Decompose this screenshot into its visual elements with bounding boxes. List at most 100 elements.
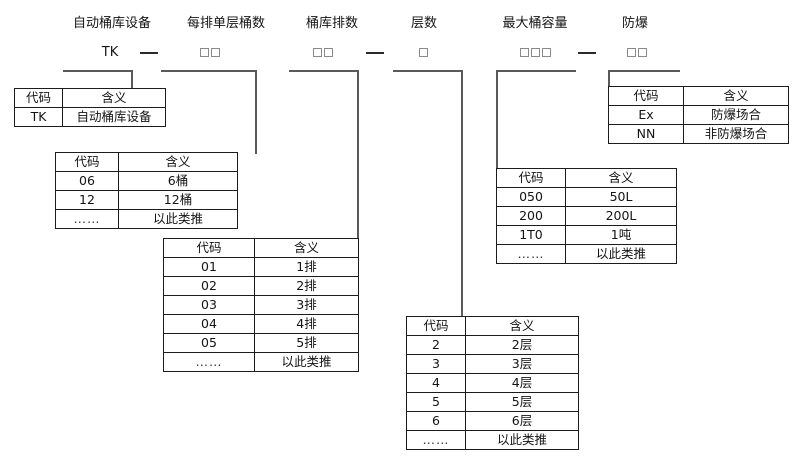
table-header-row: 代码 含义 <box>608 86 789 106</box>
cell-meaning: 6桶 <box>118 171 238 191</box>
field-label-barrels-per-row: 每排单层桶数 <box>186 16 265 31</box>
column-header-meaning: 含义 <box>62 88 166 108</box>
placeholder-box <box>324 48 333 57</box>
table-row: 02 2排 <box>163 276 359 296</box>
column-header-meaning: 含义 <box>565 168 677 188</box>
cell-code: NN <box>608 124 684 144</box>
lookup-table-barrels-per-row: 代码 含义 06 6桶 12 12桶 …… 以此类推 <box>55 152 238 229</box>
table-header-row: 代码 含义 <box>14 88 166 108</box>
cell-code: 02 <box>163 276 255 296</box>
table-row: 06 6桶 <box>55 171 238 191</box>
lookup-table-rows: 代码 含义 01 1排 02 2排 03 3排 04 4排 05 <box>163 238 359 372</box>
cell-code: 5 <box>406 392 466 412</box>
cell-code: Ex <box>608 105 684 125</box>
cell-meaning: 4排 <box>254 314 359 334</box>
code-boxes-layers <box>419 48 428 57</box>
placeholder-box <box>419 48 428 57</box>
placeholder-box <box>313 48 322 57</box>
lookup-table-max-capacity: 代码 含义 050 50L 200 200L 1T0 1吨 …… 以此类推 <box>496 168 677 264</box>
table-row: 04 4排 <box>163 314 359 334</box>
table-row: 2 2层 <box>406 335 579 355</box>
table-row: 1T0 1吨 <box>496 225 677 245</box>
table-row: 200 200L <box>496 206 677 226</box>
lookup-table-explosion-proof: 代码 含义 Ex 防爆场合 NN 非防爆场合 <box>608 86 789 144</box>
table-header-row: 代码 含义 <box>163 238 359 258</box>
cell-code: 12 <box>55 190 119 210</box>
table-row: …… 以此类推 <box>163 352 359 372</box>
table-row: 5 5层 <box>406 392 579 412</box>
leader-bracket-rows <box>289 70 359 240</box>
leader-bracket-equipment <box>63 70 133 90</box>
cell-code: 4 <box>406 373 466 393</box>
code-separator-dash-2 <box>366 52 384 54</box>
cell-meaning: 2排 <box>254 276 359 296</box>
leader-bracket-layers <box>393 70 463 318</box>
cell-meaning: 12桶 <box>118 190 238 210</box>
field-label-rows: 桶库排数 <box>305 16 358 31</box>
cell-code: 04 <box>163 314 255 334</box>
cell-meaning: 5层 <box>465 392 579 412</box>
leader-bracket-max-capacity <box>496 70 576 170</box>
code-separator-dash-3 <box>578 52 596 54</box>
table-header-row: 代码 含义 <box>496 168 677 188</box>
table-row: …… 以此类推 <box>496 244 677 264</box>
column-header-code: 代码 <box>163 238 255 258</box>
cell-meaning: 以此类推 <box>565 244 677 264</box>
field-label-explosion-proof: 防爆 <box>621 16 648 31</box>
cell-meaning: 以此类推 <box>118 209 238 229</box>
cell-meaning: 以此类推 <box>465 430 579 450</box>
lookup-table-equipment: 代码 含义 TK 自动桶库设备 <box>14 88 166 127</box>
code-separator-dash-1 <box>140 52 158 54</box>
cell-code: …… <box>55 209 119 229</box>
code-boxes-barrels-per-row <box>200 48 220 57</box>
cell-meaning: 4层 <box>465 373 579 393</box>
field-label-equipment: 自动桶库设备 <box>72 16 151 31</box>
cell-code: 01 <box>163 257 255 277</box>
table-row: Ex 防爆场合 <box>608 105 789 125</box>
placeholder-box <box>638 48 647 57</box>
column-header-meaning: 含义 <box>465 316 579 336</box>
table-row: TK 自动桶库设备 <box>14 107 166 127</box>
placeholder-box <box>200 48 209 57</box>
column-header-code: 代码 <box>14 88 63 108</box>
placeholder-box <box>627 48 636 57</box>
cell-meaning: 3层 <box>465 354 579 374</box>
leader-bracket-explosion-proof <box>608 70 680 88</box>
column-header-code: 代码 <box>55 152 119 172</box>
table-header-row: 代码 含义 <box>55 152 238 172</box>
table-row: …… 以此类推 <box>406 430 579 450</box>
table-row: 4 4层 <box>406 373 579 393</box>
code-boxes-max-capacity <box>520 48 551 57</box>
table-row: 01 1排 <box>163 257 359 277</box>
cell-meaning: 以此类推 <box>254 352 359 372</box>
cell-code: 200 <box>496 206 566 226</box>
placeholder-box <box>542 48 551 57</box>
cell-meaning: 200L <box>565 206 677 226</box>
table-row: NN 非防爆场合 <box>608 124 789 144</box>
placeholder-box <box>520 48 529 57</box>
cell-code: …… <box>163 352 255 372</box>
column-header-code: 代码 <box>496 168 566 188</box>
cell-meaning: 1吨 <box>565 225 677 245</box>
column-header-code: 代码 <box>406 316 466 336</box>
code-boxes-rows <box>313 48 333 57</box>
cell-code: 3 <box>406 354 466 374</box>
cell-meaning: 自动桶库设备 <box>62 107 166 127</box>
table-row: …… 以此类推 <box>55 209 238 229</box>
field-label-layers: 层数 <box>410 16 437 31</box>
cell-code: TK <box>14 107 63 127</box>
table-header-row: 代码 含义 <box>406 316 579 336</box>
cell-meaning: 5排 <box>254 333 359 353</box>
code-token-equipment: TK <box>101 45 119 60</box>
table-row: 050 50L <box>496 187 677 207</box>
cell-meaning: 2层 <box>465 335 579 355</box>
table-row: 12 12桶 <box>55 190 238 210</box>
table-row: 3 3层 <box>406 354 579 374</box>
cell-meaning: 非防爆场合 <box>683 124 789 144</box>
cell-code: 050 <box>496 187 566 207</box>
table-row: 03 3排 <box>163 295 359 315</box>
cell-code: 06 <box>55 171 119 191</box>
cell-code: …… <box>406 430 466 450</box>
cell-meaning: 防爆场合 <box>683 105 789 125</box>
